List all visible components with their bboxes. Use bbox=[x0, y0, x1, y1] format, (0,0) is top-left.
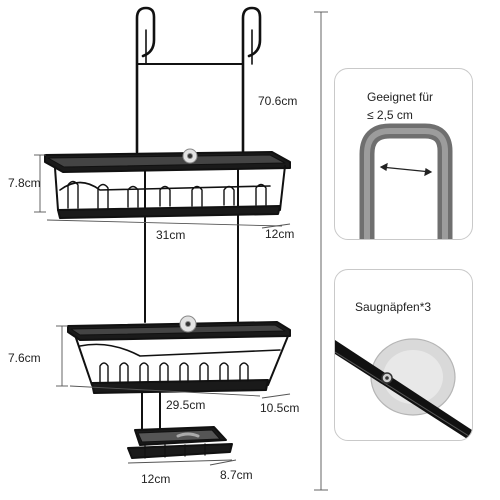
frame-rods bbox=[141, 164, 239, 431]
top-basket-width-line bbox=[46, 219, 283, 227]
door-hooks bbox=[135, 6, 262, 154]
middle-basket-depth-label: 10.5cm bbox=[260, 401, 300, 415]
middle-basket-height-label: 7.6cm bbox=[8, 351, 41, 365]
middle-basket-width-label: 29.5cm bbox=[166, 398, 206, 412]
overall-height-label: 70.6cm bbox=[258, 94, 298, 108]
soap-dish-width-line bbox=[127, 459, 233, 464]
soap-dish-width-label: 12cm bbox=[141, 472, 171, 486]
soap-dish-depth-label: 8.7cm bbox=[220, 468, 253, 482]
middle-basket-height-line bbox=[56, 325, 68, 387]
gap-arrow-icon bbox=[379, 162, 433, 177]
door-fit-line1: Geeignet für bbox=[367, 90, 434, 104]
top-basket-height-line bbox=[34, 154, 46, 213]
suction-cup-closeup-icon bbox=[335, 338, 472, 440]
soap-dish-depth-line bbox=[209, 459, 237, 466]
soap-dish bbox=[127, 426, 233, 459]
top-basket bbox=[44, 151, 291, 219]
middle-basket bbox=[67, 321, 291, 394]
middle-basket-width-line bbox=[69, 385, 261, 397]
suction-cups bbox=[179, 148, 198, 333]
top-basket-height-label: 7.8cm bbox=[8, 176, 41, 190]
door-fit-callout: Geeignet für ≤ 2,5 cm bbox=[334, 68, 473, 240]
top-basket-depth-label: 12cm bbox=[265, 227, 295, 241]
top-basket-width-label: 31cm bbox=[156, 228, 186, 242]
door-fit-line2: ≤ 2,5 cm bbox=[367, 108, 413, 122]
height-dimension-line bbox=[314, 11, 328, 491]
suction-cup-callout: Saugnäpfen*3 bbox=[334, 269, 473, 441]
top-basket-depth-line bbox=[261, 223, 291, 229]
hook-closeup-icon bbox=[359, 123, 453, 239]
suction-cup-title: Saugnäpfen*3 bbox=[355, 300, 432, 314]
middle-basket-depth-line bbox=[261, 393, 291, 399]
